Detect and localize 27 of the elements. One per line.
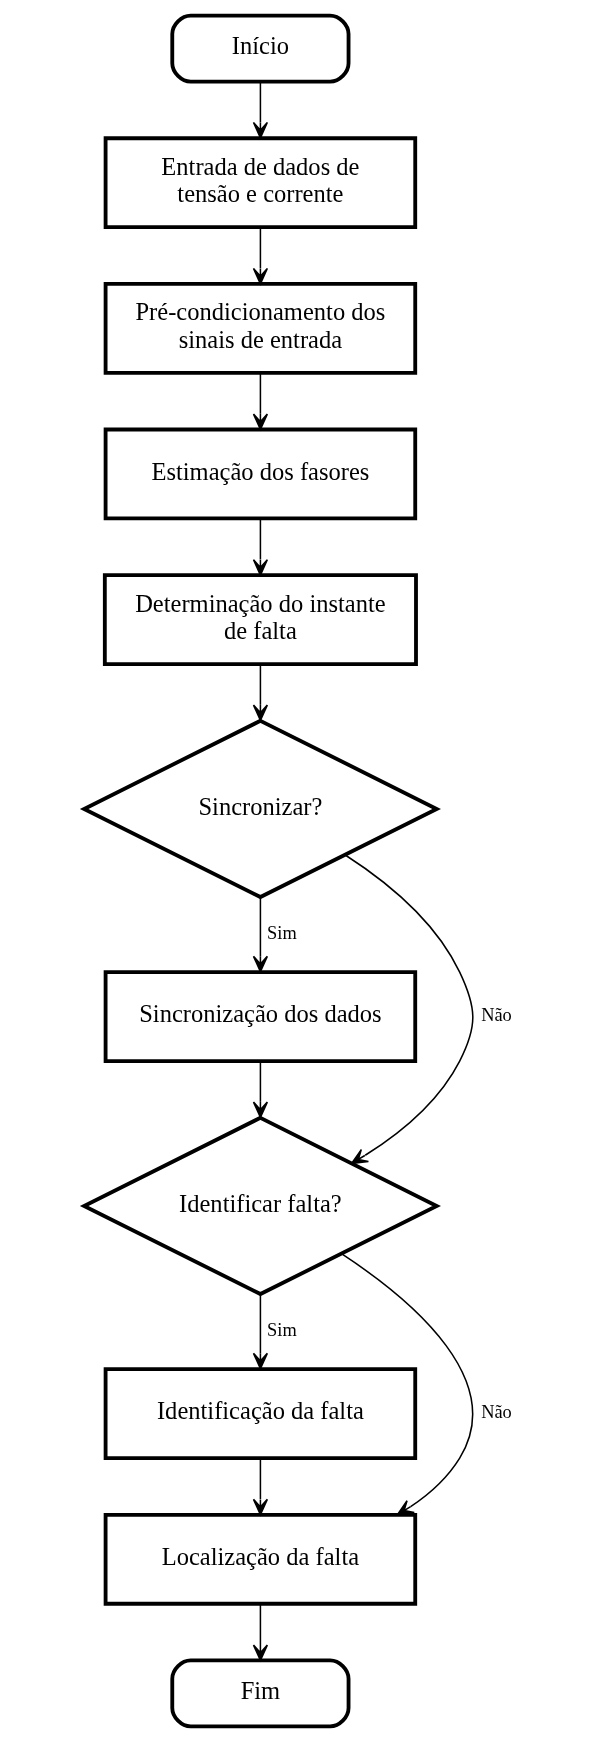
arrow xyxy=(252,663,268,722)
arrow xyxy=(344,854,474,1165)
node-box: Fim xyxy=(169,1658,350,1729)
edge-label: Não xyxy=(480,1402,512,1423)
arrow xyxy=(252,1060,268,1119)
edge-label: Sim xyxy=(266,923,297,944)
arrow xyxy=(340,1253,473,1516)
node-diamond: Sincronizar? xyxy=(79,718,441,900)
arrow xyxy=(252,226,268,285)
arrow xyxy=(252,1603,268,1662)
edge-label: Não xyxy=(480,1005,512,1026)
node-box: Pré-condicionamento dos sinais de entrada xyxy=(103,282,417,375)
node-box: Estimação dos fasores xyxy=(103,427,417,521)
arrow xyxy=(252,372,268,431)
edge-label: Sim xyxy=(266,1320,297,1341)
node-diamond: Identificar falta? xyxy=(79,1115,441,1297)
node-box: Identificação da falta xyxy=(103,1367,417,1460)
node-box: Entrada de dados de tensão e corrente xyxy=(103,136,417,230)
node-box: Determinação do instante de falta xyxy=(102,573,418,666)
arrow xyxy=(252,896,268,973)
arrow xyxy=(252,81,268,139)
arrow xyxy=(252,1457,268,1516)
node-box: Sincronização dos dados xyxy=(103,970,417,1063)
arrow xyxy=(252,517,268,576)
node-box: Início xyxy=(169,13,350,84)
arrow xyxy=(252,1293,268,1370)
node-box: Localização da falta xyxy=(103,1512,417,1606)
